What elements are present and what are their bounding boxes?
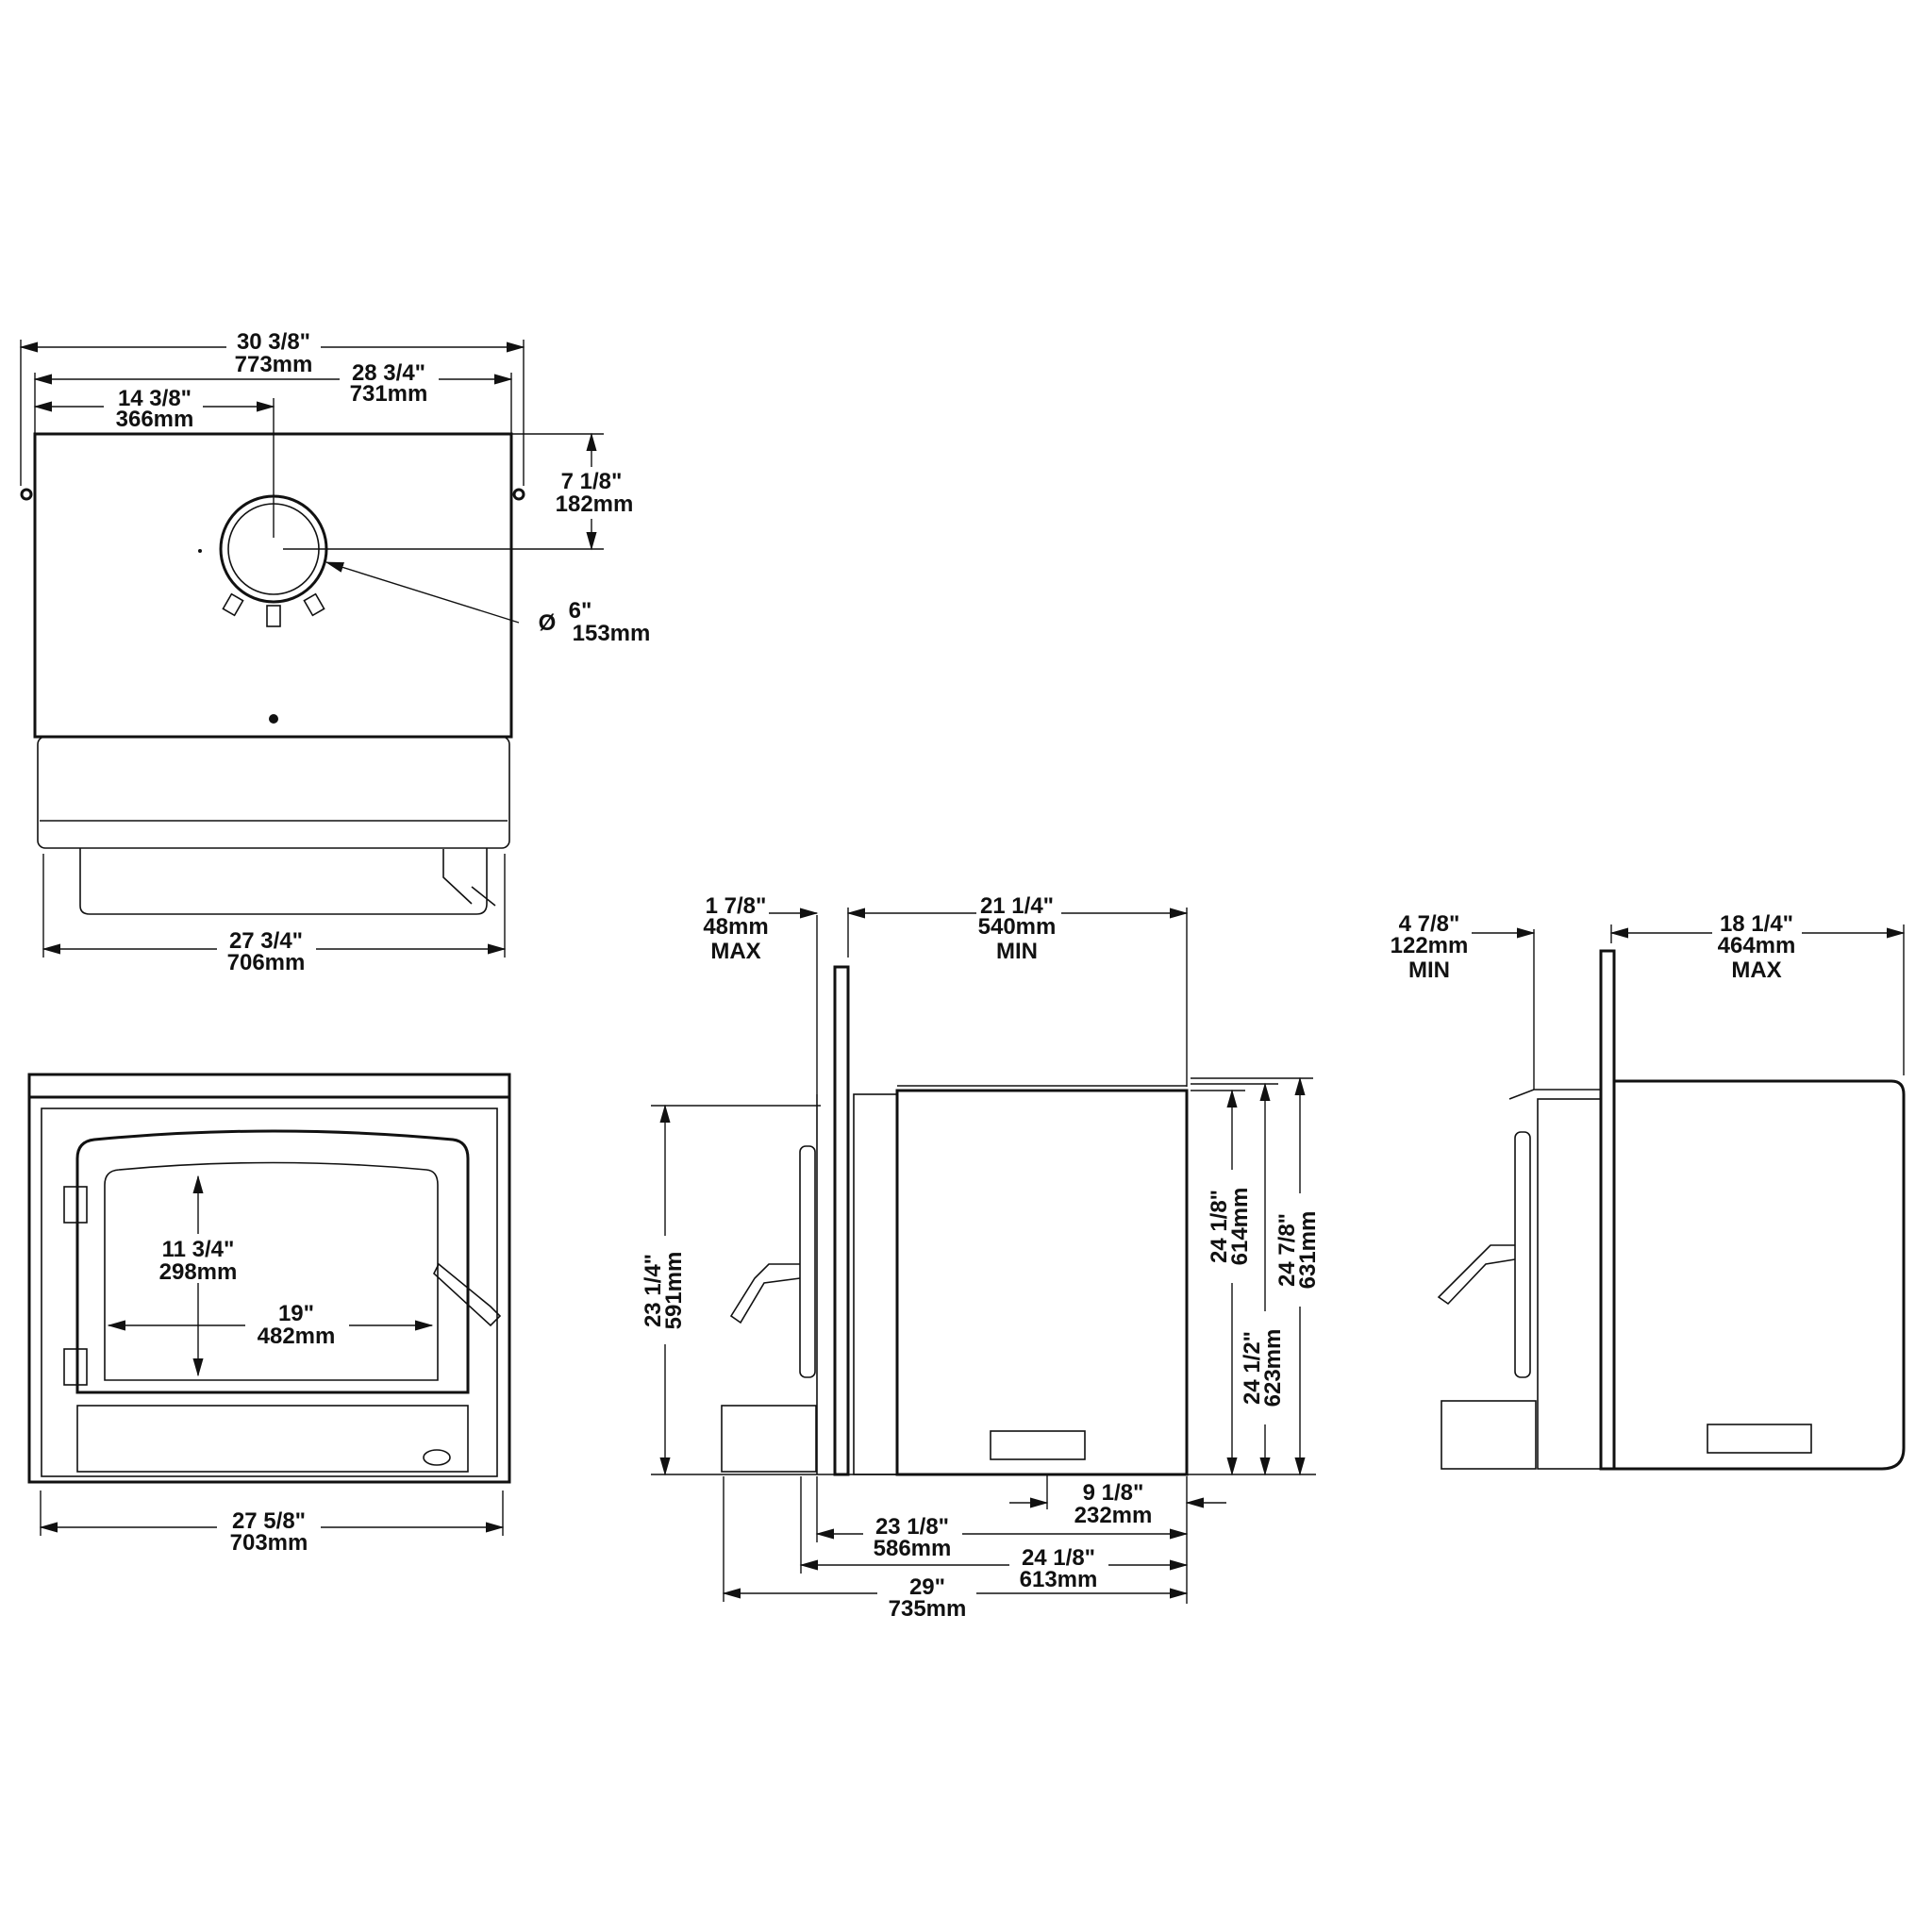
depth-b-in: 24 1/8" [1022, 1545, 1095, 1571]
height-b-mm: 623mm [1260, 1329, 1286, 1407]
diameter-symbol: Ø [539, 610, 557, 636]
top-view: 30 3/8" 773mm 28 3/4" 731mm 14 3/8" 366m… [19, 325, 651, 975]
logo-badge [423, 1449, 451, 1466]
surround-min-in: 4 7/8" [1399, 911, 1460, 937]
flue-offset-y-mm: 182mm [556, 491, 634, 517]
depth-a-mm: 586mm [874, 1536, 952, 1561]
rear-offset-in: 9 1/8" [1083, 1480, 1144, 1506]
overall-depth-in: 29" [909, 1574, 945, 1600]
flue-offset-x-in: 14 3/8" [118, 386, 192, 411]
depth-max-note: MAX [1731, 958, 1781, 983]
side-view-alt: 4 7/8" 122mm MIN 18 1/4" 464mm MAX [1391, 910, 1906, 1471]
hinge-top [63, 1186, 88, 1224]
front-body-outline [27, 1095, 511, 1484]
side-faceplate [833, 965, 850, 1476]
alt-blower [1441, 1400, 1537, 1470]
surround-max-in: 1 7/8" [706, 893, 767, 919]
front-height-in: 23 1/4" [641, 1254, 666, 1327]
top-front-band [37, 736, 510, 849]
surround-max-mm: 48mm [703, 914, 768, 940]
flue-diameter-mm: 153mm [573, 621, 651, 646]
body-width-mm: 731mm [350, 381, 428, 407]
front-top-trim [27, 1073, 511, 1099]
alt-door [1514, 1131, 1531, 1378]
side-view: 21 1/4" 540mm MIN 1 7/8" 48mm MAX 23 1/4… [641, 891, 1321, 1622]
height-b-in: 24 1/2" [1240, 1331, 1265, 1405]
overall-depth-mm: 735mm [889, 1596, 967, 1622]
height-c-in: 24 7/8" [1274, 1213, 1300, 1287]
front-view: 11 3/4" 298mm 19" 482mm 27 5/8" 703mm [27, 1073, 511, 1556]
top-base-width-in: 27 3/4" [229, 928, 303, 954]
side-body-outline [895, 1089, 1189, 1476]
front-base-width-in: 27 5/8" [232, 1508, 306, 1534]
top-base-width-mm: 706mm [227, 950, 306, 975]
flue-tabs [222, 592, 325, 627]
depth-max-in: 18 1/4" [1720, 911, 1793, 937]
ashpan-front [76, 1405, 469, 1473]
height-a-in: 24 1/8" [1207, 1190, 1232, 1263]
side-door [799, 1145, 816, 1378]
glass-width-mm: 482mm [258, 1324, 336, 1349]
surround-max-note: MAX [710, 939, 760, 964]
depth-max-mm: 464mm [1718, 933, 1796, 958]
door [75, 1129, 470, 1394]
flue-offset-y-in: 7 1/8" [561, 469, 623, 494]
alt-body-outline [1612, 1079, 1906, 1471]
glass-height-mm: 298mm [159, 1259, 238, 1285]
overall-width-in: 30 3/8" [237, 329, 310, 355]
top-ashpan [79, 848, 488, 915]
door-handle [433, 1262, 502, 1327]
alt-handle [1437, 1244, 1516, 1306]
hinge-bottom [63, 1348, 88, 1386]
side-blower [721, 1405, 817, 1473]
alt-top-plate [1508, 1089, 1601, 1100]
rear-offset-mm: 232mm [1074, 1503, 1153, 1528]
depth-b-mm: 613mm [1020, 1567, 1098, 1592]
glass-height-in: 11 3/4" [162, 1237, 235, 1262]
depth-min-in: 21 1/4" [980, 893, 1054, 919]
overall-width-mm: 773mm [235, 352, 313, 377]
surround-min-note: MIN [1408, 958, 1450, 983]
side-handle [729, 1263, 801, 1324]
body-width-in: 28 3/4" [352, 360, 425, 386]
surround-min-mm: 122mm [1391, 933, 1469, 958]
front-base-width-mm: 703mm [230, 1530, 308, 1556]
depth-min-mm: 540mm [978, 914, 1057, 940]
top-handle [442, 849, 496, 907]
front-height-mm: 591mm [661, 1252, 687, 1330]
height-a-mm: 614mm [1227, 1188, 1253, 1266]
flue-diameter-in: 6" [569, 598, 592, 624]
depth-min-note: MIN [996, 939, 1038, 964]
alt-faceplate [1599, 949, 1616, 1471]
glass-width-in: 19" [278, 1301, 314, 1326]
depth-a-in: 23 1/8" [875, 1514, 949, 1540]
height-c-mm: 631mm [1295, 1211, 1321, 1290]
flue-offset-x-mm: 366mm [116, 407, 194, 432]
glass [104, 1161, 439, 1381]
